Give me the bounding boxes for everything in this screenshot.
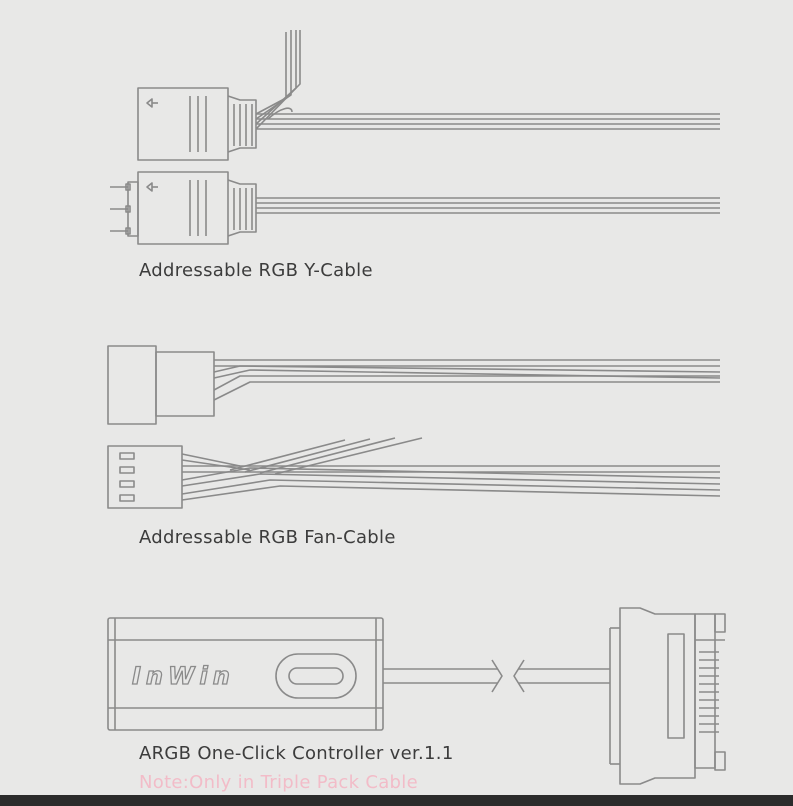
usb-c-port-icon (275, 653, 357, 699)
y-cable-bottom-connector (110, 171, 257, 245)
fan-cable-caption: Addressable RGB Fan-Cable (139, 527, 396, 548)
arrow-left-icon (146, 182, 158, 192)
bottom-bar (0, 795, 793, 806)
controller-body (107, 617, 384, 731)
fan-cable-bottom-wires (181, 437, 721, 501)
controller-logo: InWin (132, 662, 235, 690)
fan-cable-bottom-connector (107, 445, 183, 509)
arrow-left-icon (146, 98, 158, 108)
fan-cable-top-connector (107, 345, 215, 425)
controller-cable (383, 659, 610, 693)
y-cable-caption: Addressable RGB Y-Cable (139, 260, 373, 281)
controller-caption: ARGB One-Click Controller ver.1.1 (139, 743, 454, 764)
y-cable-top-connector (137, 87, 257, 161)
y-cable-bottom-wires (256, 197, 720, 214)
y-cable-top-wires (255, 30, 720, 130)
sata-connector (609, 607, 726, 785)
fan-cable-top-wires (213, 359, 721, 401)
note-text: Note:Only in Triple Pack Cable (139, 772, 418, 793)
